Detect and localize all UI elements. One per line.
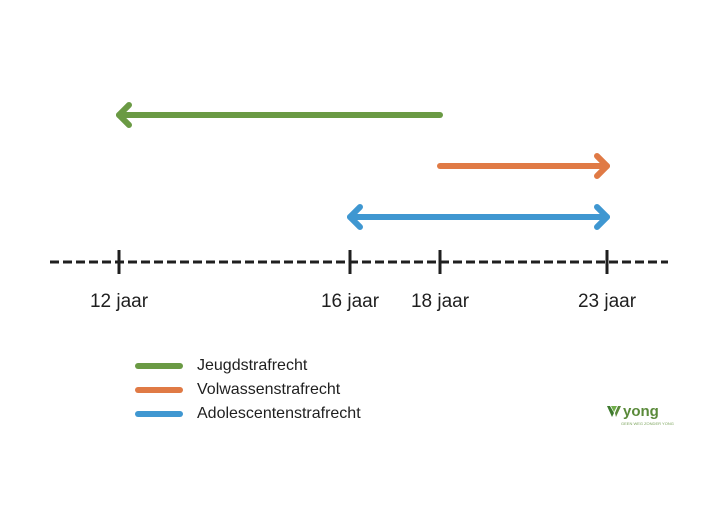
legend-label: Jeugdstrafrecht — [197, 357, 308, 374]
range-arrow-adolescentenstrafrecht — [347, 204, 610, 230]
range-arrow-volwassenstrafrecht — [437, 153, 610, 179]
legend-label: Adolescentenstrafrecht — [197, 405, 361, 422]
logo-tagline: GEEN WEG ZONDER YONG — [621, 421, 674, 426]
legend-item-jeugdstrafrecht: Jeugdstrafrecht — [135, 355, 307, 377]
legend-swatch-blue — [135, 411, 183, 417]
legend-item-adolescentenstrafrecht: Adolescentenstrafrecht — [135, 403, 361, 425]
tick-label-16: 16 jaar — [320, 291, 380, 312]
arrowhead-start — [347, 204, 363, 230]
tick-label-12: 12 jaar — [89, 291, 149, 312]
axis-ticks — [117, 250, 609, 274]
range-arrow-jeugdstrafrecht — [116, 102, 443, 128]
yong-logo: yong GEEN WEG ZONDER YONG — [607, 403, 674, 428]
tick-label-18: 18 jaar — [410, 291, 470, 312]
legend-swatch-orange — [135, 387, 183, 393]
diamond-leaf-icon — [607, 406, 621, 417]
range-arrows — [116, 102, 610, 230]
logo-wordmark: yong — [623, 403, 659, 420]
arrowhead-end — [594, 204, 610, 230]
arrowhead-end — [116, 102, 132, 128]
tick-label-23: 23 jaar — [577, 291, 637, 312]
arrowhead-end — [594, 153, 610, 179]
legend-item-volwassenstrafrecht: Volwassenstrafrecht — [135, 379, 340, 401]
legend-swatch-green — [135, 363, 183, 369]
legend-label: Volwassenstrafrecht — [197, 381, 341, 398]
